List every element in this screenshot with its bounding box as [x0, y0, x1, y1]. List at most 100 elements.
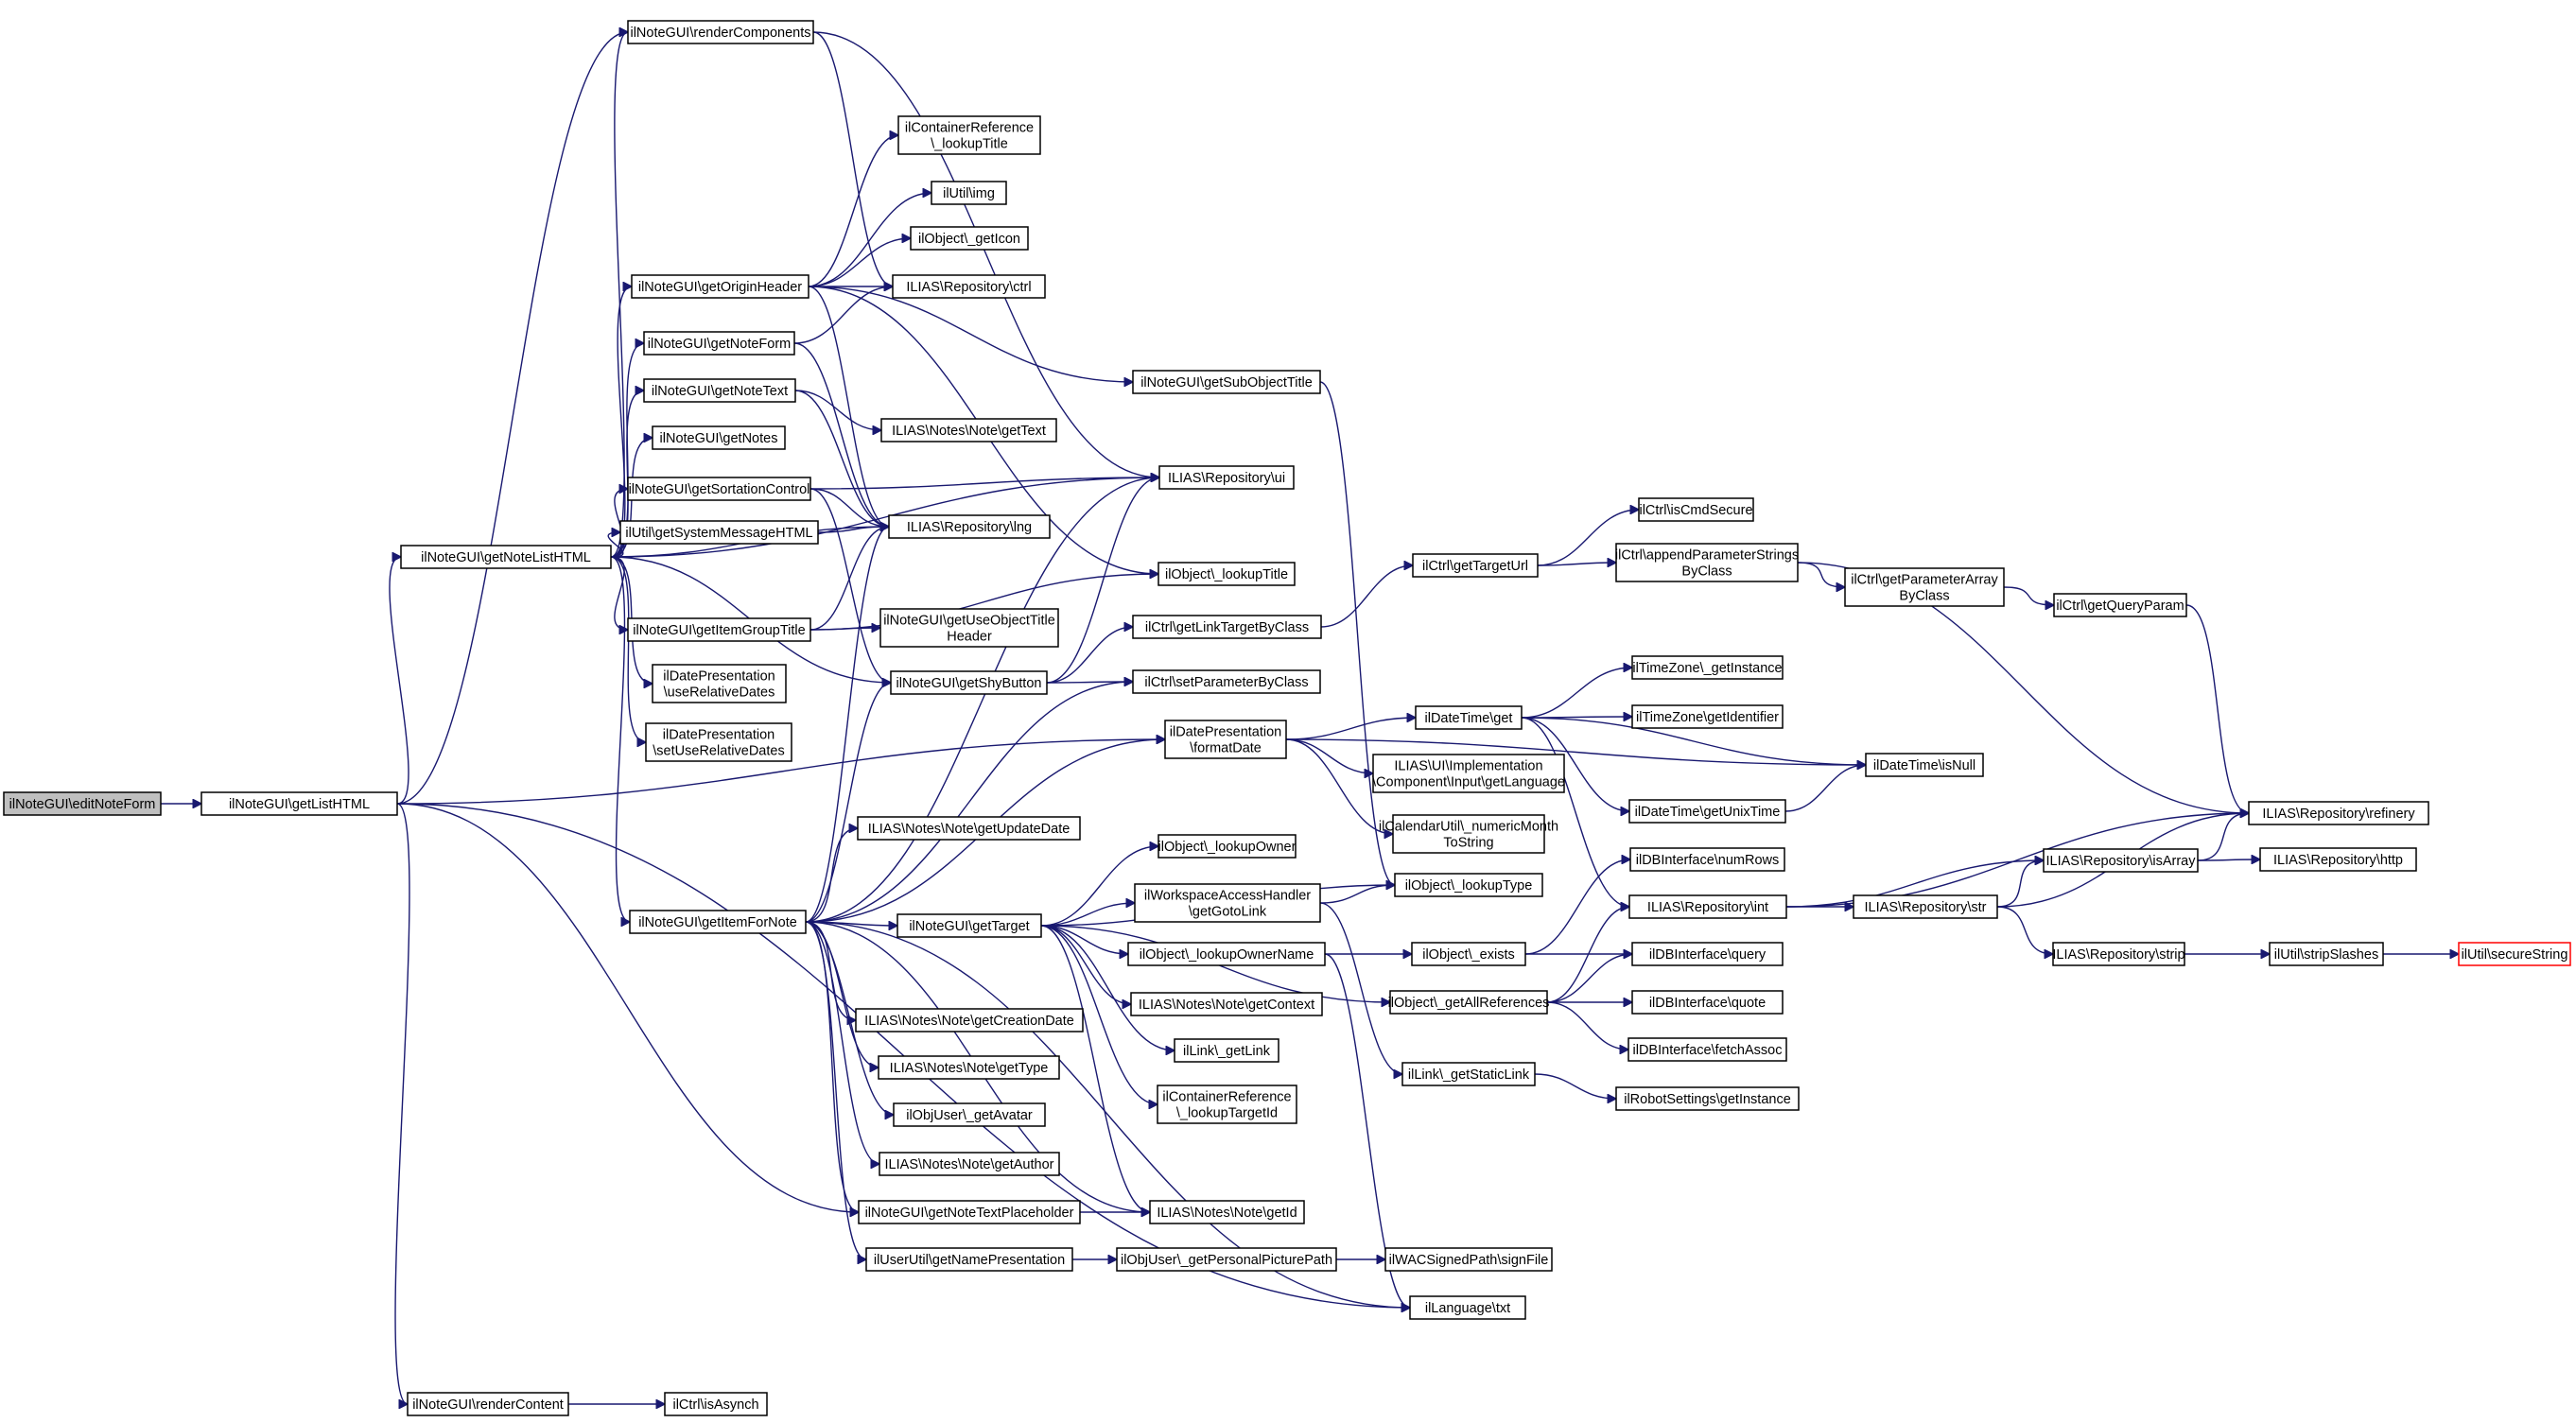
node-label: ilContainerReference: [905, 121, 1034, 136]
function-node[interactable]: ilNoteGUI\getShyButton: [890, 670, 1048, 695]
function-node[interactable]: ilDBInterface\quote: [1631, 990, 1784, 1015]
function-node[interactable]: ilNoteGUI\getNoteForm: [643, 331, 795, 356]
function-node[interactable]: ilNoteGUI\getNoteTextPlaceholder: [858, 1200, 1081, 1224]
edge-n13-to-n21: [793, 342, 889, 527]
function-node[interactable]: ilWACSignedPath\signFile: [1384, 1247, 1553, 1272]
function-node[interactable]: ilNoteGUI\getNoteText: [643, 378, 796, 403]
function-node[interactable]: ilWorkspaceAccessHandler\getGotoLink: [1134, 883, 1321, 923]
function-node[interactable]: ilObject\_lookupTitle: [1157, 562, 1296, 586]
function-node[interactable]: ilLink\_getLink: [1174, 1038, 1279, 1063]
function-node[interactable]: ilContainerReference\_lookupTargetId: [1157, 1085, 1297, 1124]
node-label: ilObject\_exists: [1422, 947, 1515, 963]
function-node[interactable]: ILIAS\Repository\refinery: [2248, 801, 2429, 825]
node-box: [1615, 1086, 1800, 1111]
function-node[interactable]: ILIAS\Repository\strip: [2052, 942, 2185, 966]
function-node[interactable]: ILIAS\Repository\http: [2259, 847, 2417, 872]
node-box: [879, 1152, 1060, 1176]
function-node[interactable]: ILIAS\Repository\isArray: [2043, 848, 2199, 873]
edge-n7-to-n34: [805, 921, 879, 1067]
function-node[interactable]: ilObjUser\_getPersonalPicturePath: [1116, 1247, 1337, 1272]
function-node[interactable]: ilNoteGUI\getItemForNote: [629, 910, 807, 934]
function-node[interactable]: ilDatePresentation\formatDate: [1164, 720, 1287, 759]
node-label: ilWorkspaceAccessHandler: [1144, 889, 1311, 904]
edge-n7-to-n8: [805, 683, 891, 923]
function-node[interactable]: ilTimeZone\_getInstance: [1631, 655, 1784, 680]
function-node[interactable]: ilDatePresentation\setUseRelativeDates: [645, 722, 792, 762]
edge-n32-to-n47: [1040, 925, 1157, 1104]
node-label: ilDBInterface\query: [1649, 947, 1767, 963]
edge-n54-to-n59: [1521, 668, 1632, 719]
function-node[interactable]: ilCtrl\setParameterByClass: [1132, 669, 1321, 694]
function-node[interactable]: ilNoteGUI\getNoteListHTML: [400, 545, 612, 569]
function-node[interactable]: ilNoteGUI\getOriginHeader: [631, 274, 809, 299]
edge-n3-to-n17: [607, 532, 624, 558]
function-node[interactable]: ILIAS\Notes\Note\getId: [1149, 1200, 1305, 1224]
function-node[interactable]: ilUtil\getSystemMessageHTML: [619, 520, 819, 545]
function-node[interactable]: ilLink\_getStaticLink: [1401, 1062, 1536, 1086]
node-label: ilNoteGUI\getNoteTextPlaceholder: [865, 1206, 1074, 1221]
node-label: ilUserUtil\getNamePresentation: [874, 1253, 1065, 1268]
function-node[interactable]: ilUtil\stripSlashes: [2269, 942, 2384, 966]
function-node[interactable]: ILIAS\Repository\int: [1628, 894, 1787, 919]
node-box: [855, 1008, 1084, 1033]
function-node[interactable]: ilObjUser\_getAvatar: [893, 1102, 1046, 1127]
function-node[interactable]: ilUtil\secureString: [2458, 942, 2571, 966]
edge-n62-to-n61: [1784, 765, 1866, 812]
function-node[interactable]: ilCtrl\isAsynch: [664, 1392, 768, 1416]
function-node[interactable]: ILIAS\Repository\ctrl: [892, 274, 1046, 299]
node-label: ilNoteGUI\getUseObjectTitle: [883, 614, 1055, 629]
function-node[interactable]: ILIAS\Notes\Note\getContext: [1130, 992, 1323, 1016]
function-node[interactable]: ilUserUtil\getNamePresentation: [865, 1247, 1073, 1272]
function-node[interactable]: ILIAS\Notes\Note\getText: [880, 418, 1057, 443]
node-box: [3, 791, 162, 816]
function-node[interactable]: ilDateTime\isNull: [1865, 753, 1984, 777]
function-node[interactable]: ilTimeZone\getIdentifier: [1631, 704, 1784, 729]
function-node[interactable]: ilContainerReference\_lookupTitle: [897, 115, 1041, 155]
function-node[interactable]: ilNoteGUI\getItemGroupTitle: [627, 617, 811, 642]
function-node[interactable]: ilNoteGUI\getNotes: [652, 425, 786, 450]
function-node[interactable]: ILIAS\Repository\ui: [1158, 465, 1295, 490]
function-node[interactable]: ILIAS\Repository\lng: [888, 514, 1051, 539]
function-node[interactable]: ilDatePresentation\useRelativeDates: [652, 664, 787, 703]
function-node[interactable]: ilRobotSettings\getInstance: [1615, 1086, 1800, 1111]
function-node[interactable]: ilObject\_lookupOwnerName: [1127, 942, 1326, 966]
node-label: ilNoteGUI\getTarget: [909, 919, 1029, 934]
node-label: ilDateTime\getUnixTime: [1635, 805, 1781, 820]
function-node[interactable]: ilObject\_getAllReferences: [1388, 990, 1550, 1015]
function-node[interactable]: ilObject\_lookupOwner: [1157, 834, 1297, 859]
function-node[interactable]: ilCtrl\getLinkTargetByClass: [1132, 615, 1322, 639]
function-node[interactable]: ilCtrl\getQueryParam: [2053, 593, 2187, 617]
function-node[interactable]: ilNoteGUI\getSubObjectTitle: [1132, 370, 1321, 394]
function-node[interactable]: ILIAS\Notes\Note\getAuthor: [879, 1152, 1060, 1176]
function-node[interactable]: ILIAS\Notes\Note\getType: [878, 1055, 1060, 1080]
function-node[interactable]: ilNoteGUI\editNoteForm: [3, 791, 162, 816]
function-node[interactable]: ilObject\_lookupType: [1394, 873, 1543, 897]
function-node[interactable]: ILIAS\Notes\Note\getCreationDate: [855, 1008, 1084, 1033]
function-node[interactable]: ILIAS\Repository\str: [1853, 894, 1998, 919]
function-node[interactable]: ilCtrl\getTargetUrl: [1412, 553, 1539, 578]
node-label: ByClass: [1681, 564, 1732, 580]
function-node[interactable]: ilObject\_getIcon: [910, 226, 1029, 251]
function-node[interactable]: ilDBInterface\query: [1631, 942, 1784, 966]
function-node[interactable]: ilNoteGUI\getTarget: [896, 913, 1042, 938]
function-node[interactable]: ILIAS\Notes\Note\getUpdateDate: [857, 816, 1081, 841]
function-node[interactable]: ilUtil\img: [931, 181, 1007, 205]
function-node[interactable]: ilCtrl\isCmdSecure: [1638, 497, 1754, 522]
edge-n3-to-n16: [610, 489, 628, 558]
function-node[interactable]: ilNoteGUI\renderContent: [407, 1392, 569, 1416]
function-node[interactable]: ilLanguage\txt: [1409, 1295, 1526, 1320]
function-node[interactable]: ilObject\_exists: [1411, 942, 1526, 966]
function-node[interactable]: ilNoteGUI\getListHTML: [200, 791, 398, 816]
function-node[interactable]: ilDateTime\get: [1415, 705, 1523, 730]
function-node[interactable]: ilNoteGUI\renderComponents: [627, 20, 814, 44]
function-node[interactable]: ilDBInterface\numRows: [1629, 847, 1785, 872]
function-node[interactable]: ilDBInterface\fetchAssoc: [1627, 1037, 1787, 1062]
function-node[interactable]: ILIAS\UI\Implementation\Component\Input\…: [1372, 754, 1565, 793]
edge-n32-to-n46: [1040, 925, 1175, 1050]
function-node[interactable]: ilNoteGUI\getSortationControl: [627, 477, 811, 501]
function-node[interactable]: ilDateTime\getUnixTime: [1628, 799, 1786, 824]
